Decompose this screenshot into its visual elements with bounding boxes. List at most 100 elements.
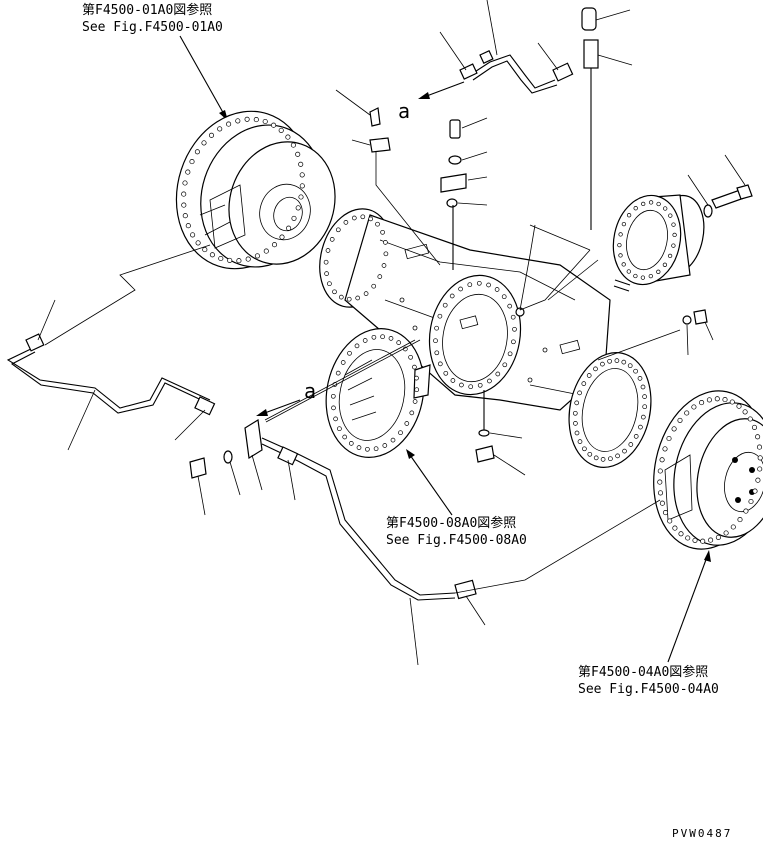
bolt-hole (332, 289, 337, 295)
bolt-hole (751, 424, 758, 430)
bolt-hole (330, 393, 336, 399)
bolt-hole (371, 283, 377, 289)
left-brake-tube (6, 299, 216, 451)
bolt-hole (263, 248, 269, 254)
axle-housing (319, 208, 652, 468)
bolt-hole (737, 517, 743, 523)
bolt-hole (666, 435, 672, 442)
bolt-hole (640, 275, 646, 280)
bolt-hole (388, 336, 394, 341)
bolt-hole (412, 364, 417, 370)
bolt-hole (714, 396, 720, 402)
bolt-hole (295, 205, 301, 211)
bolt-hole (627, 363, 633, 369)
bolt-hole (346, 296, 352, 302)
bolt-hole (722, 397, 728, 403)
bolt-hole (437, 313, 443, 319)
bolt-hole (412, 399, 418, 404)
bolt-hole (757, 455, 763, 461)
bolt-hole (189, 159, 195, 165)
bolt-hole (507, 303, 513, 309)
bolt-hole (381, 263, 387, 268)
bolt-hole (468, 384, 474, 390)
bolt-hole (615, 453, 620, 459)
bolt-hole (443, 370, 449, 376)
bolt-hole (254, 253, 260, 259)
ref-arrow-08a0 (406, 449, 453, 516)
bolt-hole (600, 457, 606, 462)
bolt-hole (581, 381, 587, 386)
bolt-hole (380, 229, 385, 235)
bolt-hole (414, 387, 420, 393)
bolt-hole (638, 424, 643, 430)
bolt-hole (736, 403, 742, 409)
bolt-hole (368, 216, 374, 222)
view-mark-a-top: a (398, 99, 410, 123)
bolt-hole (502, 362, 508, 368)
bolt-hole (227, 257, 233, 263)
bolt-hole (577, 390, 582, 396)
bolt-hole (235, 118, 241, 124)
bolt-hole (271, 242, 278, 248)
bolt-hole (752, 488, 758, 494)
bolt-hole (755, 477, 761, 483)
bolt-hole (365, 446, 370, 452)
bolt-hole (685, 535, 691, 541)
bolt-hole (640, 384, 646, 390)
bolt-hole (377, 274, 383, 279)
bolt-hole (662, 262, 668, 267)
ref-label-01a0-jp: 第F4500-01A0図参照 (82, 2, 212, 18)
bolt-hole (699, 400, 705, 406)
bolt-hole (371, 334, 377, 340)
bolt-hole (656, 201, 661, 207)
bolt-hole (700, 538, 706, 544)
view-arrow-mid (256, 399, 301, 416)
bolt-hole (285, 134, 291, 140)
bolt-hole (286, 225, 292, 231)
bolt-hole (382, 443, 388, 448)
bolt-hole (637, 376, 643, 381)
bolt-hole (486, 282, 491, 288)
bolt-hole (586, 373, 592, 378)
bolt-hole (327, 281, 332, 287)
bolt-hole (182, 180, 188, 186)
bolt-hole (476, 280, 482, 286)
bolt-hole (298, 194, 304, 200)
bolt-hole (748, 498, 754, 505)
bolt-hole (582, 446, 587, 452)
bolt-hole (362, 338, 368, 343)
bolt-hole (656, 269, 661, 274)
bolt-hole (640, 414, 646, 420)
bolt-hole (343, 220, 349, 225)
bolt-hole (648, 273, 653, 279)
bolt-hole (671, 222, 676, 227)
bolt-hole (663, 206, 668, 211)
bolt-hole (373, 446, 379, 452)
bolt-hole (347, 350, 352, 356)
bolt-hole (648, 200, 654, 205)
bolt-hole (348, 441, 354, 446)
bolt-hole (450, 378, 456, 383)
bolt-hole (730, 524, 736, 530)
ref-arrow-01a0 (179, 35, 228, 121)
ref-label-08a0-jp: 第F4500-08A0図参照 (386, 515, 516, 531)
bolt-hole (510, 314, 516, 320)
bolt-hole (621, 221, 627, 227)
bolt-hole (390, 437, 396, 443)
bolt-hole (511, 339, 516, 345)
bolt-hole (743, 508, 749, 514)
bolt-hole (324, 271, 329, 276)
bolt-hole (355, 295, 361, 301)
ref-label-01a0-en: See Fig.F4500-01A0 (82, 20, 223, 35)
bolt-hole (633, 434, 639, 439)
bolt-top-right (687, 154, 753, 218)
bolt-hole (618, 232, 623, 237)
bolt-hole (396, 340, 402, 345)
bolt-hole (573, 421, 578, 426)
bolt-hole (329, 237, 335, 242)
bolt-hole (383, 251, 389, 257)
bolt-hole (459, 382, 464, 388)
bolt-hole (356, 445, 362, 450)
right-wheel-hub (653, 390, 763, 550)
